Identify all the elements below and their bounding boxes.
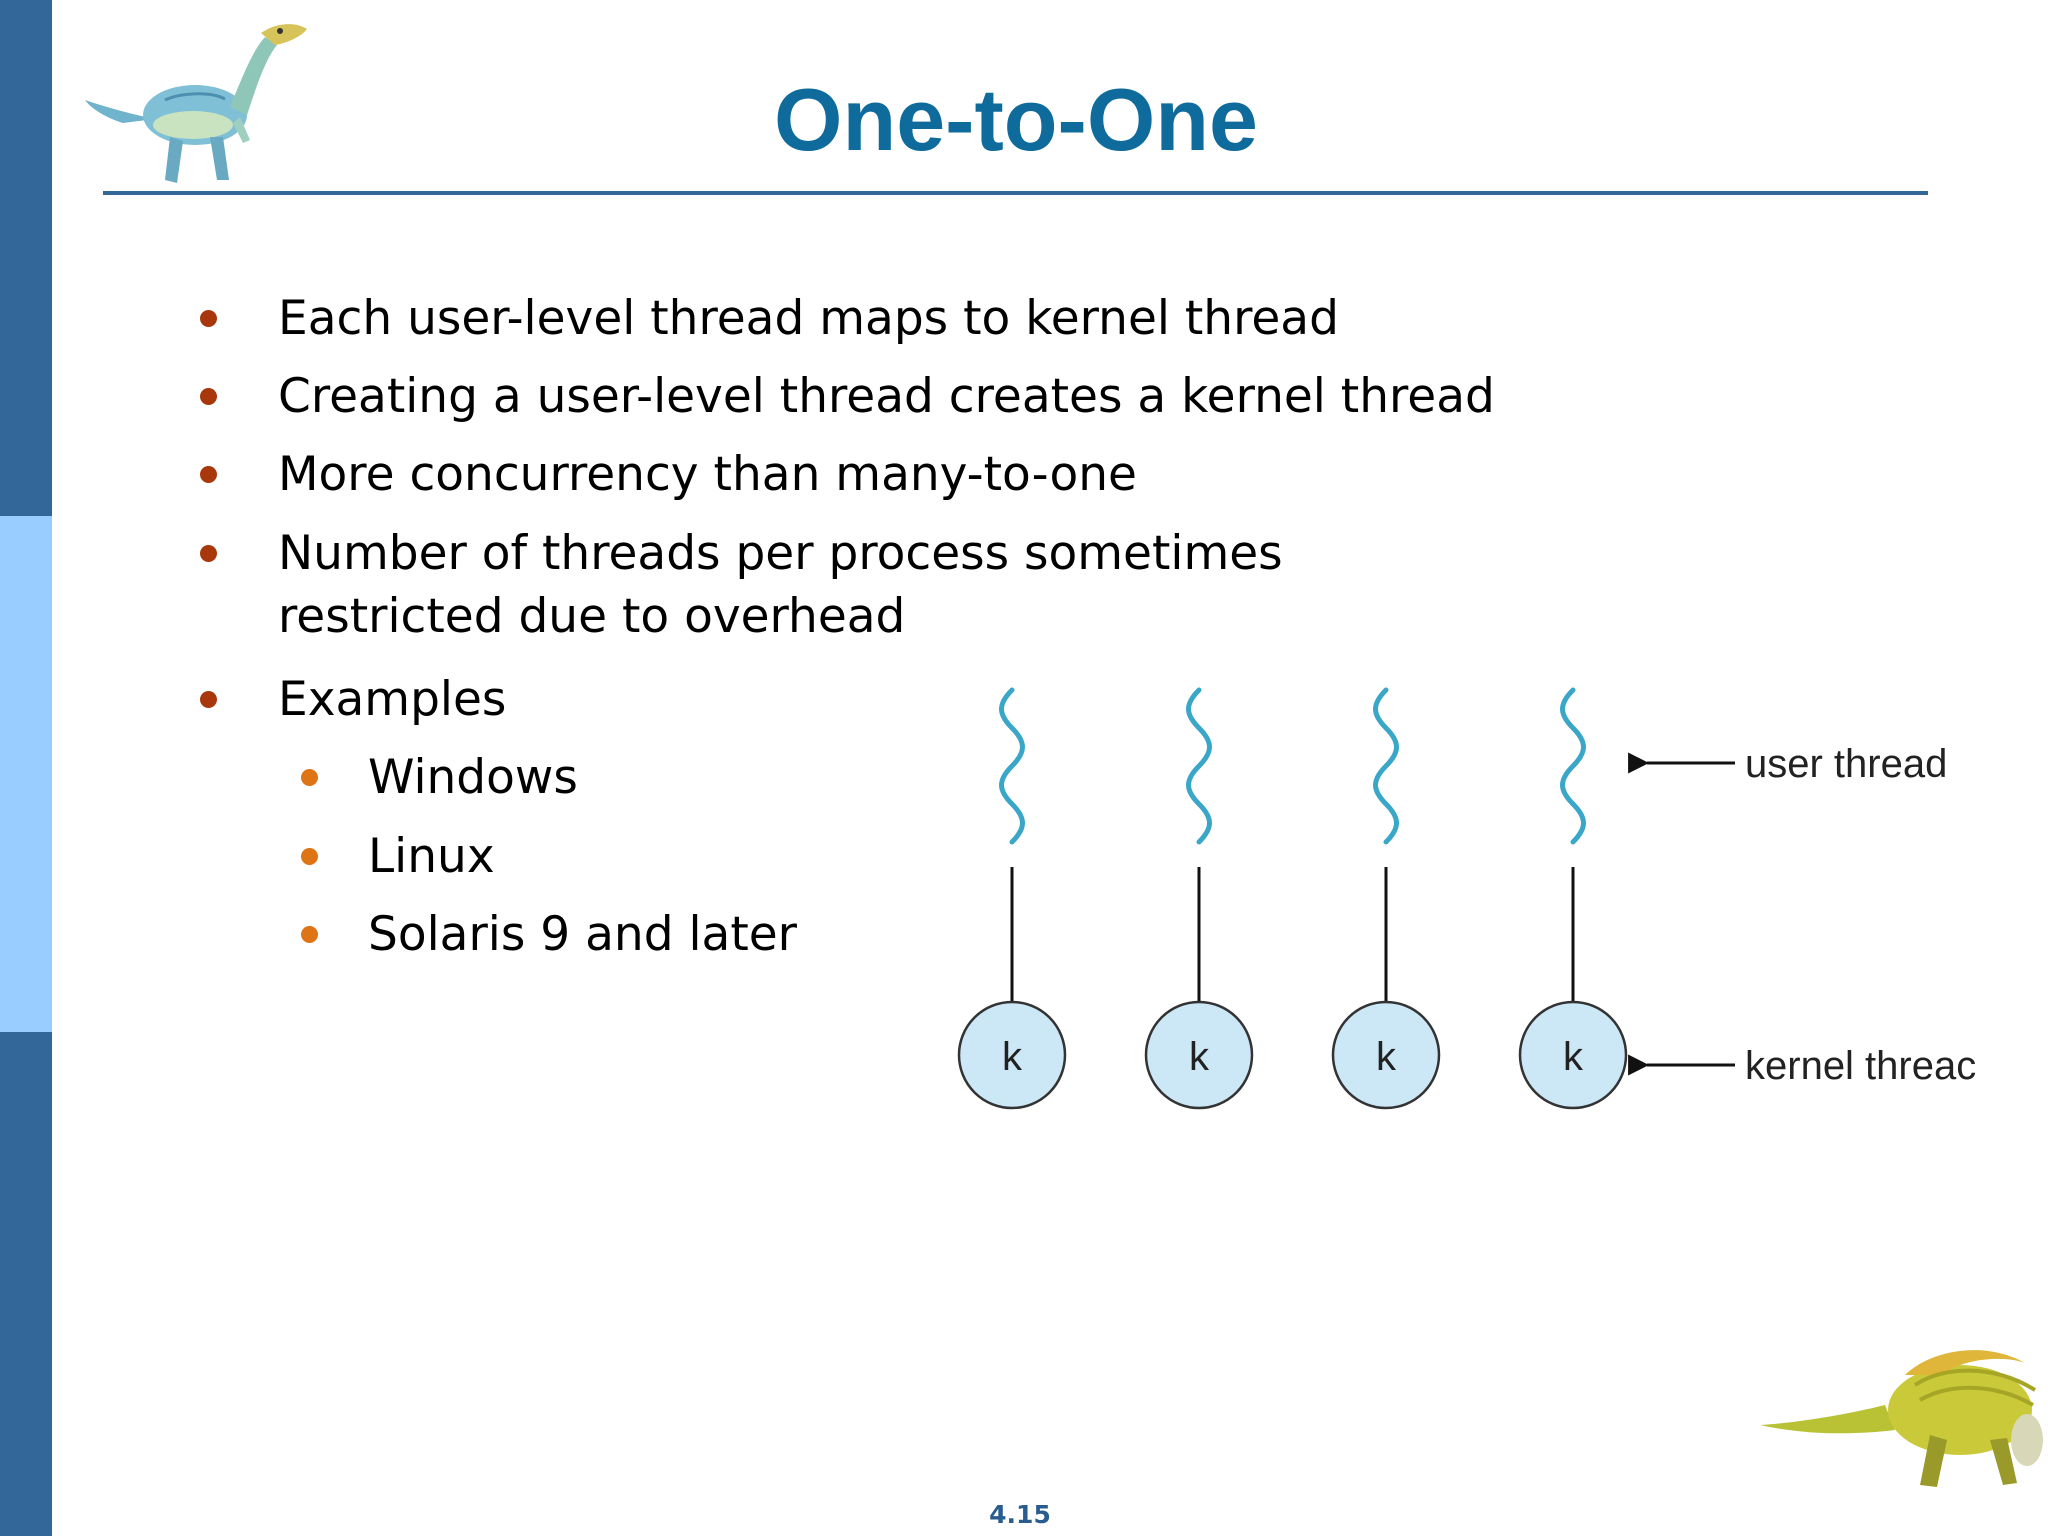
page-number: 4.15 [989,1500,1051,1529]
slide-title: One-to-One [774,70,1258,169]
bullet-dot-icon [200,466,217,483]
kernel-thread-label: kernel threac [1745,1044,1976,1088]
kernel-node-label: k [1563,1035,1584,1079]
bullet-text: Examples [278,672,507,727]
user-thread-wave [1373,687,1399,845]
sub-bullet-dot-icon [301,926,318,943]
kernel-node-label: k [1002,1035,1023,1079]
thread-column-3: k [1331,687,1441,1110]
kernel-thread-node [957,1000,1067,1110]
bullet-text: More concurrency than many-to-one [278,447,1137,502]
bullet-dot-icon [200,545,217,562]
sidebar-stripe-top [0,0,52,516]
sidebar-stripe-bottom [0,1032,52,1536]
sub-bullet-text: Solaris 9 and later [368,907,797,962]
bullet-text-line-2: restricted due to overhead [278,589,906,644]
sidebar-stripe-middle [0,516,52,1032]
kernel-thread-node [1144,1000,1254,1110]
sub-bullet-text: Windows [368,750,578,805]
bullet-text-line-1: Number of threads per process sometimes [278,526,1283,581]
sub-bullet-dot-icon [301,848,318,865]
kernel-node-label: k [1189,1035,1210,1079]
bullet-item: Examples [200,668,507,731]
bullet-text: Creating a user-level thread creates a k… [278,369,1495,424]
sub-bullet-item: Linux [301,825,495,888]
kernel-thread-node [1518,1000,1628,1110]
bullet-text: Each user-level thread maps to kernel th… [278,291,1339,346]
kernel-thread-node [1331,1000,1441,1110]
bullet-dot-icon [200,310,217,327]
bullet-item: Number of threads per process sometimes … [200,522,1283,648]
diagram-crop-mask [930,1118,1690,1130]
sub-bullet-item: Windows [301,746,578,809]
one-to-one-thread-diagram: k k k k user thread kernel threac [930,687,1976,1130]
bullet-item: Each user-level thread maps to kernel th… [200,287,1339,350]
bullet-dot-icon [200,388,217,405]
bullet-item: Creating a user-level thread creates a k… [200,365,1495,428]
bullet-item: More concurrency than many-to-one [200,443,1137,506]
thread-column-2: k [1144,687,1254,1110]
sub-bullet-dot-icon [301,769,318,786]
user-thread-label: user thread [1745,742,1947,786]
dinosaur-top-icon [85,24,307,183]
kernel-node-label: k [1376,1035,1397,1079]
user-thread-wave [999,687,1025,845]
user-thread-wave [1560,687,1586,845]
bullet-dot-icon [200,691,217,708]
title-underline [103,191,1928,195]
sub-bullet-item: Solaris 9 and later [301,903,797,966]
sub-bullet-text: Linux [368,829,495,884]
user-thread-wave [1186,687,1212,845]
thread-column-4: k [1518,687,1628,1110]
dinosaur-bottom-icon [1760,1350,2043,1487]
thread-column-1: k [957,687,1067,1110]
